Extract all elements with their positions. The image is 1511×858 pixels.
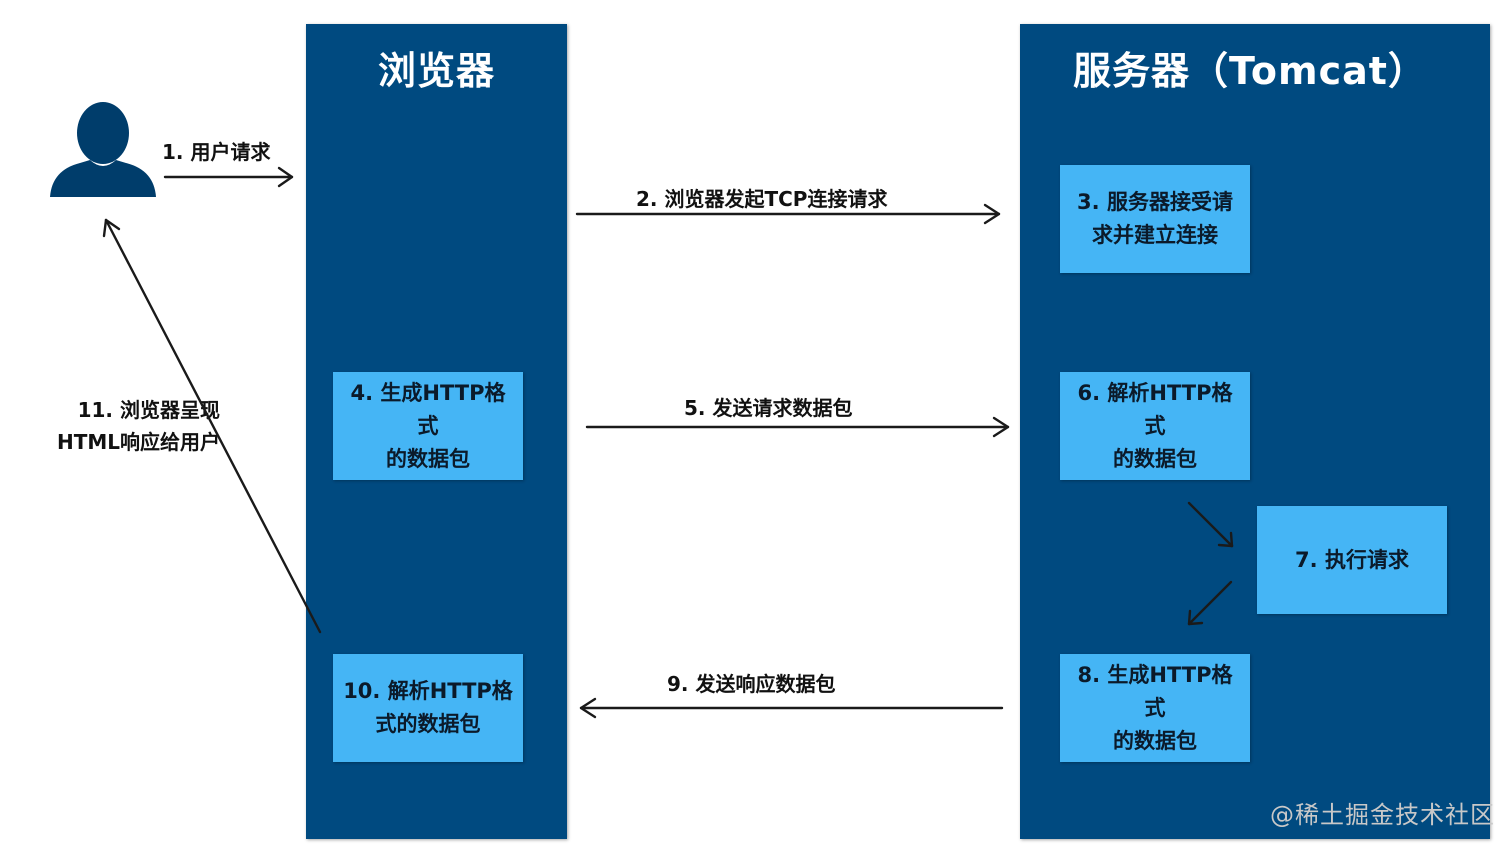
step-4-line-1: 4. 生成HTTP格式 <box>350 380 506 438</box>
step-6-line-2: 的数据包 <box>1113 446 1197 471</box>
step-3-box: 3. 服务器接受请 求并建立连接 <box>1060 165 1250 273</box>
server-lane-title: 服务器（Tomcat） <box>1073 49 1427 93</box>
step-7-box: 7. 执行请求 <box>1257 506 1447 614</box>
step-7-to-8-arrowhead <box>1187 609 1204 626</box>
step-11-label: 11. 浏览器呈现 HTML响应给用户 <box>30 394 220 458</box>
step-11-line-1: 11. 浏览器呈现 <box>77 398 220 422</box>
watermark: @稀土掘金技术社区 <box>1270 801 1495 829</box>
step-5-arrowhead <box>992 416 1010 438</box>
step-1-label: 1. 用户请求 <box>162 140 271 164</box>
step-2-label: 2. 浏览器发起TCP连接请求 <box>636 187 888 211</box>
step-2-arrowhead <box>983 203 1001 225</box>
step-3-line-2: 求并建立连接 <box>1092 223 1218 247</box>
step-1-arrowhead <box>277 166 294 188</box>
step-9-label: 9. 发送响应数据包 <box>667 672 836 696</box>
step-11-arrow <box>104 218 322 634</box>
step-9-arrowhead <box>579 697 597 719</box>
step-10-box: 10. 解析HTTP格 式的数据包 <box>333 654 523 762</box>
step-11-arrowhead <box>102 218 121 238</box>
step-10-line-1: 10. 解析HTTP格 <box>343 679 513 703</box>
user-silhouette-icon <box>50 102 156 197</box>
step-4-line-2: 的数据包 <box>386 446 470 471</box>
step-4-box: 4. 生成HTTP格式 的数据包 <box>333 372 523 480</box>
browser-lane-title: 浏览器 <box>377 49 495 93</box>
step-7-to-8-arrow <box>1187 580 1233 626</box>
step-11-line-2: HTML响应给用户 <box>56 430 220 454</box>
step-6-box: 6. 解析HTTP格式 的数据包 <box>1060 372 1250 480</box>
step-6-line-1: 6. 解析HTTP格式 <box>1077 380 1233 438</box>
step-6-to-7-arrowhead <box>1217 531 1234 548</box>
step-5-label: 5. 发送请求数据包 <box>684 396 853 420</box>
step-8-box: 8. 生成HTTP格式 的数据包 <box>1060 654 1250 762</box>
step-6-to-7-arrow <box>1187 501 1234 548</box>
step-8-line-1: 8. 生成HTTP格式 <box>1077 662 1233 720</box>
step-3-line-1: 3. 服务器接受请 <box>1077 190 1233 214</box>
step-8-line-2: 的数据包 <box>1113 728 1197 753</box>
step-7-label: 7. 执行请求 <box>1295 547 1409 572</box>
step-10-line-2: 式的数据包 <box>375 712 481 736</box>
